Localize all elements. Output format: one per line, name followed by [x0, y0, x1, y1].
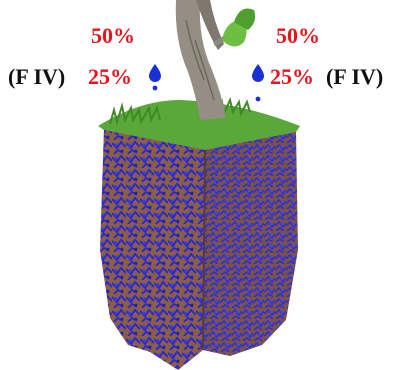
top-left-percent: 50%: [91, 25, 135, 47]
water-drop-icon: [252, 64, 264, 101]
left-formula-label: (F IV): [8, 66, 65, 88]
water-drop-icon: [149, 64, 161, 90]
right-percent: 25%: [270, 66, 314, 88]
leaves-icon: [222, 9, 255, 47]
left-percent: 25%: [88, 66, 132, 88]
right-formula-label: (F IV): [326, 66, 383, 88]
top-right-percent: 50%: [276, 25, 320, 47]
